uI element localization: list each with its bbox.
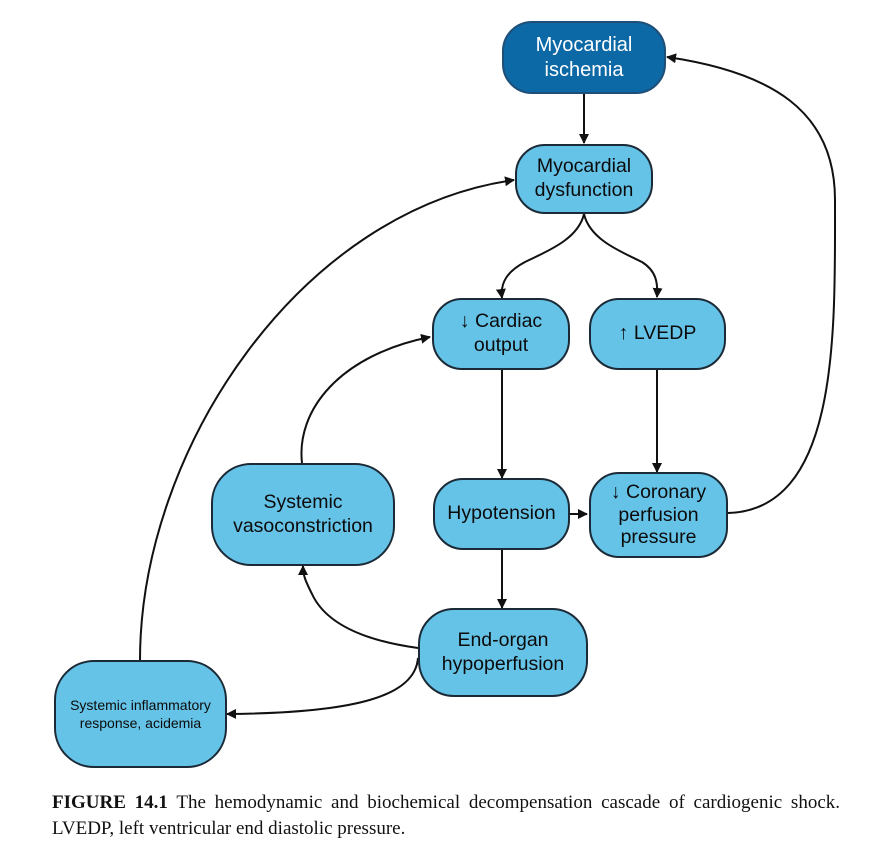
- edge-dysfunction-to-lvedp: [583, 213, 663, 298]
- node-cardiac-output: ↓ Cardiac output: [432, 298, 570, 370]
- edge-end-organ-to-vasoconstriction: [298, 565, 419, 649]
- node-end-organ-hypoperfusion: End-organ hypoperfusion: [418, 608, 588, 697]
- caption-text: The hemodynamic and biochemical decompen…: [52, 792, 840, 839]
- edge-end-organ-to-inflammatory: [226, 657, 419, 719]
- node-lvedp: ↑ LVEDP: [589, 298, 726, 370]
- edge-vasoconstriction-to-cardiac-output: [300, 333, 431, 464]
- node-myocardial-dysfunction: Myocardial dysfunction: [515, 144, 653, 214]
- edge-dysfunction-to-cardiac-output: [495, 213, 585, 299]
- edge-inflammatory-to-dysfunction: [139, 176, 515, 661]
- edge-coronary-to-ischemia: [666, 53, 837, 514]
- node-hypotension: Hypotension: [433, 478, 570, 550]
- node-coronary-perfusion-pressure: ↓ Coronary perfusion pressure: [589, 472, 728, 558]
- figure-caption: FIGURE 14.1 The hemodynamic and biochemi…: [52, 790, 840, 841]
- node-myocardial-ischemia: Myocardial ischemia: [502, 21, 666, 94]
- caption-label: FIGURE 14.1: [52, 792, 168, 813]
- node-systemic-inflammatory-response: Systemic inflammatory response, acidemia: [54, 660, 227, 768]
- node-systemic-vasoconstriction: Systemic vasoconstriction: [211, 463, 395, 566]
